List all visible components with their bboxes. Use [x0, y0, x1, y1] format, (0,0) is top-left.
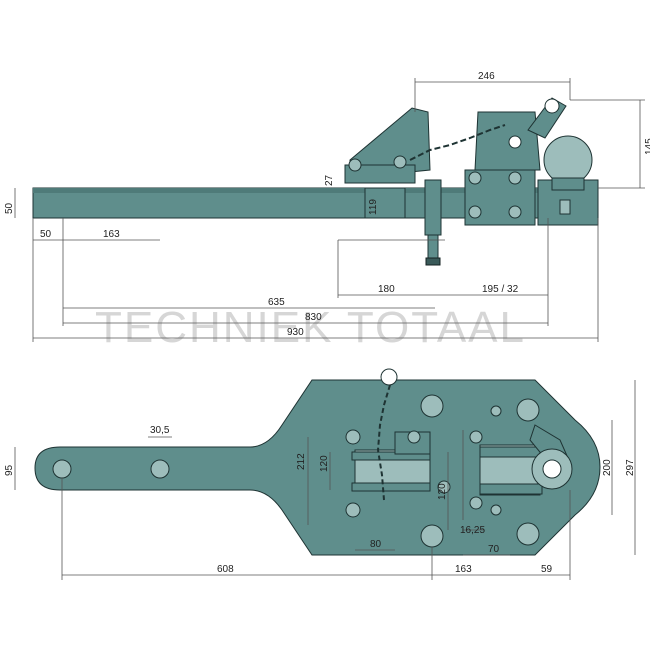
dim-120-left: 120 [319, 455, 330, 472]
lever-pin-side [544, 98, 560, 114]
coupling-ring-inner [542, 459, 562, 479]
hitch-tower-side [474, 111, 541, 171]
tongue-hole-2 [150, 459, 170, 479]
pin-end-side [425, 257, 441, 266]
watermark-text: TECHNIEK TOTAAL [95, 303, 526, 352]
safety-chain-side [409, 124, 506, 161]
plate-hole-5 [516, 398, 540, 422]
plate-hole-1 [345, 429, 361, 445]
dim-608: 608 [217, 564, 234, 575]
dim-30-5: 30,5 [150, 425, 170, 436]
plate-hole-3 [420, 394, 444, 418]
coupling-ball-side [543, 135, 593, 185]
dim-246: 246 [478, 71, 495, 82]
dim-50-bottom: 50 [40, 229, 52, 240]
safety-chain-top [376, 384, 391, 501]
pin-shaft-side [427, 234, 439, 261]
dim-180: 180 [378, 284, 395, 295]
bolt-side-3 [468, 171, 482, 185]
dim-119: 119 [368, 199, 379, 215]
dim-635: 635 [268, 297, 285, 308]
dim-930: 930 [287, 327, 304, 338]
hook-arm-top [479, 446, 543, 458]
top-view: 30,5 95 212 120 120 80 16,25 70 200 297 … [4, 368, 636, 580]
dim-200: 200 [602, 459, 613, 476]
dim-16-25: 16,25 [460, 525, 485, 536]
tongue-hole-1 [52, 459, 72, 479]
dim-830: 830 [305, 312, 322, 323]
dim-145: 145 [644, 138, 650, 155]
tower-pin-side [508, 135, 522, 149]
plate-hole-2 [345, 502, 361, 518]
plate-hole-4 [420, 524, 444, 548]
bolt-side-4 [508, 171, 522, 185]
dim-59: 59 [541, 564, 553, 575]
latch-bar-bottom [351, 482, 431, 492]
dim-195-32: 195 / 32 [482, 284, 519, 295]
bolt-side-2 [393, 155, 407, 169]
dim-297: 297 [625, 459, 636, 476]
dim-163-side: 163 [103, 229, 120, 240]
dim-95: 95 [4, 464, 15, 476]
vertical-pin-side [424, 179, 442, 236]
hook-arm-bottom [479, 483, 543, 495]
plate-hole-6 [516, 522, 540, 546]
nut-3 [437, 480, 451, 494]
nut-1 [469, 430, 483, 444]
bolt-side-1 [348, 158, 362, 172]
dim-50-left: 50 [4, 202, 15, 214]
ball-neck-side [551, 177, 585, 191]
dim-120-mid: 120 [437, 483, 448, 500]
nut-2 [469, 496, 483, 510]
bolt-side-5 [468, 205, 482, 219]
side-view: 246 145 27 119 50 50 163 180 195 / 32 63… [4, 71, 650, 342]
dim-27: 27 [324, 174, 335, 186]
dim-70: 70 [488, 544, 500, 555]
chain-ring-top [380, 368, 398, 386]
dim-80: 80 [370, 539, 382, 550]
dim-212: 212 [296, 453, 307, 470]
mounting-plate-top [34, 379, 601, 556]
rail-119 [364, 187, 406, 219]
nut-4 [407, 430, 421, 444]
side-bolt-right [559, 199, 571, 215]
plate-hole-7 [490, 405, 502, 417]
dim-163-top: 163 [455, 564, 472, 575]
latch-bar-top [351, 451, 431, 461]
plate-hole-8 [490, 504, 502, 516]
drawbar-side-shade [33, 188, 598, 193]
bolt-side-6 [508, 205, 522, 219]
rear-plate-side [344, 164, 416, 184]
